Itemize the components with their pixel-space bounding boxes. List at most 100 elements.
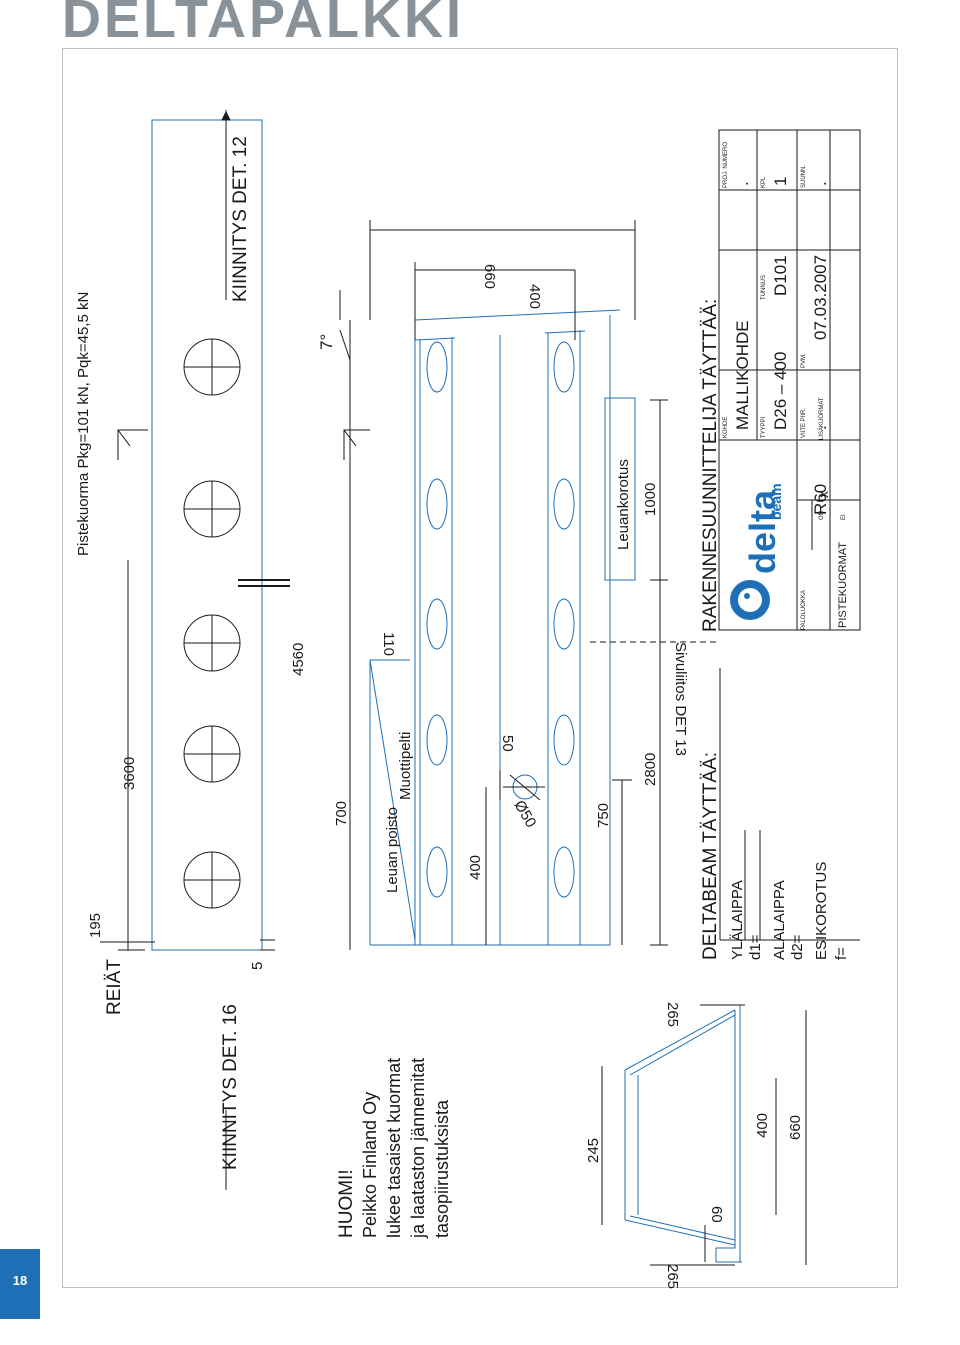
page-number: 18: [12, 1273, 28, 1288]
section-dimensions: [601, 1004, 807, 1266]
proj-number-value[interactable]: .: [733, 181, 752, 186]
logo-delta: delta: [742, 489, 783, 574]
side-dimensions: [339, 220, 668, 946]
fixing-det16-label: KIINNITYS DET. 16: [220, 1004, 241, 1170]
fixing-det12-label: KIINNITYS DET. 12: [230, 136, 251, 302]
jaw-removal-label: Leuan poisto: [384, 807, 401, 893]
designer-form-grid: [718, 129, 861, 631]
dim-750: 750: [595, 803, 612, 828]
sec-dim-60: 60: [708, 1206, 725, 1223]
note-line-1: HUOMI!: [336, 1169, 357, 1238]
dim-5: 5: [249, 962, 266, 970]
type-label: TYYPPI: [761, 416, 767, 438]
web-opening: [426, 341, 448, 393]
side-joint-label: Sivuliitos DET 13: [672, 642, 689, 756]
hole-mark: [183, 480, 241, 538]
dim-3600: 3600: [121, 757, 138, 790]
hole-mark: [183, 338, 241, 396]
date-label: PVM.: [801, 353, 807, 368]
web-opening: [553, 846, 575, 898]
deltabeam-form-lines: [719, 668, 860, 941]
point-load-markers: [117, 429, 370, 460]
designer-label: SUUNN.: [801, 165, 807, 188]
id-value[interactable]: D101: [771, 255, 790, 296]
beam-cross-section: [624, 1005, 742, 1263]
project-label: KOHDE: [723, 417, 729, 438]
hole-circles: [183, 338, 241, 909]
note-line-4: ja laataston jännemitat: [408, 1058, 428, 1239]
dim-400-top: 400: [526, 284, 543, 309]
deltabeam-form-heading: DELTABEAM TÄYTTÄÄ:: [700, 752, 721, 960]
note-line-5: tasopiirustuksista: [432, 1099, 452, 1238]
designer-form-heading: RAKENNESUUNNITTELIJA TÄYTTÄÄ:: [700, 299, 721, 632]
dim-195: 195: [87, 913, 104, 938]
note-line-3: lukee tasaiset kuormat: [384, 1058, 404, 1238]
title-block: [718, 129, 861, 631]
dim-400-side: 400: [467, 855, 484, 880]
d1-field[interactable]: d1=: [747, 934, 764, 960]
fire-class-label: PALOLUOKKA: [801, 590, 807, 630]
dim-660-top: 660: [481, 264, 498, 289]
fire-class-value[interactable]: R60: [811, 484, 830, 515]
mould-plate-label: Muottipelti: [397, 732, 414, 800]
yes-checkbox-mark[interactable]: x: [815, 491, 831, 498]
lower-flange-label: ALALAIPPA: [771, 880, 788, 960]
dim-2800: 2800: [642, 753, 659, 786]
dim-110: 110: [380, 632, 397, 656]
web-opening: [426, 714, 448, 766]
sec-dim-400: 400: [754, 1113, 771, 1138]
angle-7: 7°: [317, 334, 336, 350]
web-opening: [553, 598, 575, 650]
web-opening: [553, 341, 575, 393]
ref-drawing-value[interactable]: .: [811, 425, 830, 430]
web-opening: [553, 714, 575, 766]
designer-value[interactable]: .: [811, 181, 830, 186]
qty-label: KPL: [761, 176, 767, 188]
drawing-frame: [62, 48, 898, 1288]
qty-value[interactable]: 1: [771, 177, 790, 186]
date-value[interactable]: 07.03.2007: [811, 255, 830, 340]
web-opening: [553, 478, 575, 530]
dim-50: 50: [499, 735, 516, 752]
dim-1000: 1000: [642, 483, 659, 516]
sec-dim-245: 245: [585, 1138, 602, 1163]
rotated-labels: Pistekuorma Pkg=101 kN, Pqk=45,5 kN KIIN…: [75, 136, 850, 1289]
upper-flange-label: YLÄLAIPPA: [729, 880, 746, 960]
project-value[interactable]: MALLIKOHDE: [733, 320, 752, 430]
no-label: EI: [841, 514, 847, 520]
web-opening: [426, 846, 448, 898]
dim-phi50: Ø50: [511, 798, 540, 831]
type-value[interactable]: D26 – 400: [771, 352, 790, 430]
point-load-label: Pistekuorma Pkg=101 kN, Pqk=45,5 kN: [75, 292, 92, 556]
sec-dim-265-top: 265: [664, 1002, 681, 1027]
sec-dim-265-bottom: 265: [664, 1264, 681, 1289]
dim-700: 700: [333, 801, 350, 826]
web-opening: [426, 478, 448, 530]
jaw-raise-label: Leuankorotus: [615, 459, 632, 550]
point-loads-label: PISTEKUORMAT: [837, 542, 849, 628]
logo-beam: beam: [768, 483, 784, 520]
extra-loads-label: LISÄKUORMAT: [818, 397, 825, 440]
hole-mark: [183, 614, 241, 672]
deltabeam-logo: delta beam: [730, 483, 784, 620]
f-field[interactable]: f=: [833, 947, 850, 960]
note-line-2: Peikko Finland Oy: [360, 1092, 380, 1238]
sec-dim-660: 660: [787, 1115, 804, 1140]
plan-dimensions: [100, 110, 351, 1190]
beam-plan-view: [151, 119, 290, 951]
precamber-label: ESIKOROTUS: [813, 862, 830, 960]
ref-drawing-label: VIITE PIIR.: [801, 408, 807, 438]
hole-mark: [183, 851, 241, 909]
d2-field[interactable]: d2=: [789, 934, 806, 960]
holes-label: REIÄT: [104, 959, 125, 1015]
hole-mark: [183, 725, 241, 783]
dim-4560: 4560: [290, 643, 307, 676]
beam-side-view: [369, 309, 636, 946]
web-opening: [426, 598, 448, 650]
id-label: TUNNUS: [761, 275, 767, 300]
proj-number-label: PROJ. NUMERO: [723, 142, 729, 188]
yes-label: ON: [819, 511, 825, 520]
page-title: DELTAPALKKI: [62, 0, 464, 49]
page-number-badge: 18: [0, 1249, 40, 1319]
